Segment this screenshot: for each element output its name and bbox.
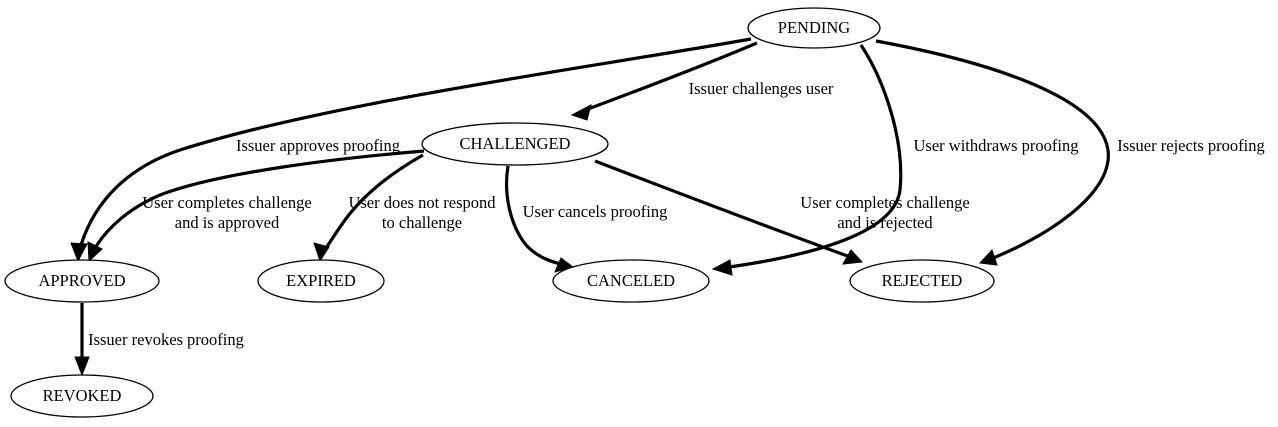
node-label-rejected: REJECTED <box>882 271 963 290</box>
edge-path-challenged-approved <box>91 149 425 253</box>
edge-path-challenged-rejected <box>594 159 854 260</box>
edge-path-challenged-expired <box>321 153 424 254</box>
node-label-canceled: CANCELED <box>587 271 675 290</box>
edge-label-issuer-revokes-proofing: Issuer revokes proofing <box>88 330 244 349</box>
node-shape-expired <box>257 259 385 303</box>
node-shape-rejected <box>849 259 995 303</box>
node-shape-approved <box>4 259 160 303</box>
arrowhead-pending-approved <box>70 242 88 263</box>
arrowhead-pending-canceled <box>711 259 733 276</box>
node-pending[interactable]: PENDING <box>747 7 881 49</box>
edge-label-user-completes-rejected-line2: and is rejected <box>837 213 933 232</box>
edge-label-issuer-challenges-user: Issuer challenges user <box>689 79 834 98</box>
node-approved[interactable]: APPROVED <box>4 259 160 303</box>
edge-path-pending-challenged <box>579 41 758 114</box>
edge-path-pending-approved <box>77 37 752 253</box>
node-shape-revoked <box>10 374 154 418</box>
node-label-approved: APPROVED <box>38 271 125 290</box>
edge-approved-revoked[interactable] <box>74 303 90 377</box>
node-revoked[interactable]: REVOKED <box>10 374 154 418</box>
node-label-pending: PENDING <box>778 18 850 37</box>
edge-label-user-completes-approved-line2: and is approved <box>175 213 280 232</box>
arrowhead-pending-rejected <box>978 249 998 266</box>
node-shape-pending <box>747 7 881 49</box>
node-rejected[interactable]: REJECTED <box>849 259 995 303</box>
edge-label-user-does-not-respond-line2: to challenge <box>382 213 462 232</box>
arrowhead-challenged-rejected <box>842 249 864 265</box>
node-shape-canceled <box>552 259 710 303</box>
arrowhead-challenged-approved <box>87 241 103 263</box>
node-challenged[interactable]: CHALLENGED <box>421 122 609 166</box>
edge-path-challenged-canceled <box>505 165 566 267</box>
arrowhead-pending-challenged <box>570 104 592 121</box>
node-label-expired: EXPIRED <box>286 271 356 290</box>
node-shape-challenged <box>421 122 609 166</box>
edge-pending-challenged[interactable] <box>570 41 758 121</box>
edge-label-user-completes-rejected-line1: User completes challenge <box>800 193 970 212</box>
node-canceled[interactable]: CANCELED <box>552 259 710 303</box>
edge-pending-approved[interactable] <box>70 37 752 263</box>
edge-label-user-completes-approved-line1: User completes challenge <box>142 193 312 212</box>
node-expired[interactable]: EXPIRED <box>257 259 385 303</box>
arrowhead-challenged-expired <box>313 242 330 263</box>
edge-label-user-withdraws-proofing: User withdraws proofing <box>914 136 1079 155</box>
edge-challenged-rejected[interactable] <box>594 159 864 265</box>
edge-challenged-approved[interactable] <box>87 149 425 263</box>
edge-label-issuer-approves-proofing: Issuer approves proofing <box>236 136 400 155</box>
node-label-revoked: REVOKED <box>43 386 122 405</box>
edge-path-pending-canceled <box>721 44 903 270</box>
edge-pending-canceled[interactable] <box>711 44 903 276</box>
node-label-challenged: CHALLENGED <box>460 134 571 153</box>
edge-label-issuer-rejects-proofing: Issuer rejects proofing <box>1117 136 1265 155</box>
edge-label-user-cancels-proofing: User cancels proofing <box>523 202 668 221</box>
edge-challenged-expired[interactable] <box>313 153 424 263</box>
arrowhead-approved-revoked <box>74 356 90 377</box>
edge-path-pending-rejected <box>875 39 1110 262</box>
edge-label-user-does-not-respond-line1: User does not respond <box>348 193 496 212</box>
edge-pending-rejected[interactable] <box>875 39 1110 266</box>
